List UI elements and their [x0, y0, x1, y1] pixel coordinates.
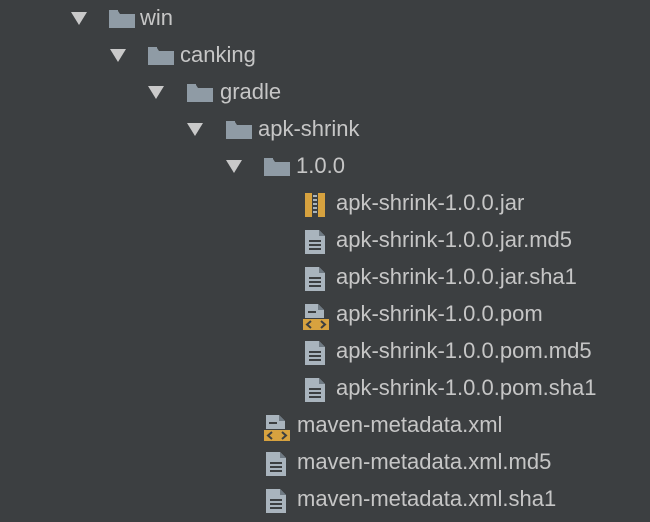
tree-label-pom-sha1: apk-shrink-1.0.0.pom.sha1 — [336, 375, 597, 400]
text-file-icon — [265, 451, 289, 482]
folder-icon — [263, 155, 291, 182]
expanded-arrow-icon[interactable] — [71, 12, 87, 25]
tree-label-jar-sha1: apk-shrink-1.0.0.jar.sha1 — [336, 264, 577, 289]
tree-label-apk-shrink: apk-shrink — [258, 116, 360, 141]
text-file-icon — [304, 266, 328, 297]
expanded-arrow-icon[interactable] — [110, 49, 126, 62]
tree-label-pom-md5: apk-shrink-1.0.0.pom.md5 — [336, 338, 592, 363]
folder-icon — [108, 7, 136, 34]
archive-icon — [304, 192, 328, 223]
tree-label-gradle: gradle — [220, 79, 282, 104]
folder-icon — [225, 118, 253, 145]
xml-file-icon — [302, 303, 330, 336]
tree-label-win: win — [140, 5, 174, 30]
tree-label-metadata-xml: maven-metadata.xml — [297, 412, 503, 437]
text-file-icon — [265, 488, 289, 519]
tree-label-version: 1.0.0 — [296, 153, 345, 178]
tree-label-metadata-sha1: maven-metadata.xml.sha1 — [297, 486, 557, 511]
tree-label-pom: apk-shrink-1.0.0.pom — [336, 301, 543, 326]
xml-file-icon — [263, 414, 291, 447]
tree-label-jar-md5: apk-shrink-1.0.0.jar.md5 — [336, 227, 572, 252]
tree-label-canking: canking — [180, 42, 256, 67]
folder-icon — [147, 44, 175, 71]
expanded-arrow-icon[interactable] — [187, 123, 203, 136]
text-file-icon — [304, 229, 328, 260]
expanded-arrow-icon[interactable] — [226, 160, 242, 173]
text-file-icon — [304, 340, 328, 371]
folder-icon — [186, 81, 214, 108]
tree-label-metadata-md5: maven-metadata.xml.md5 — [297, 449, 552, 474]
expanded-arrow-icon[interactable] — [148, 86, 164, 99]
tree-label-jar: apk-shrink-1.0.0.jar — [336, 190, 525, 215]
text-file-icon — [304, 377, 328, 408]
